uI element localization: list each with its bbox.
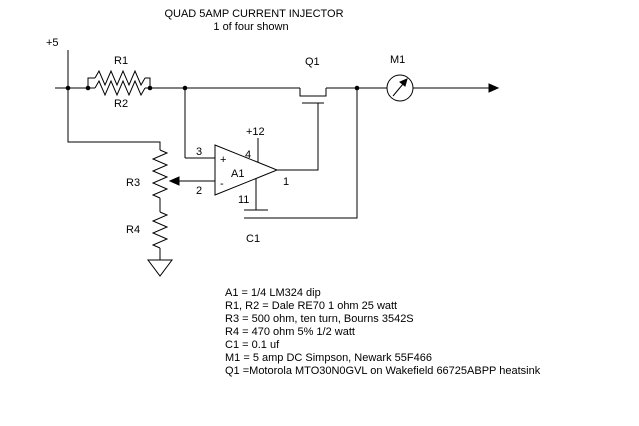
feedback-wire [268,88,358,219]
output-to-gate-wire [277,103,319,171]
a1-label: A1 [231,168,244,180]
junction-dot [147,85,153,91]
parts-list-line: C1 = 0.1 uf [225,339,280,351]
q1-label: Q1 [305,56,320,68]
opamp-inverting-minus-label: - [220,178,224,190]
schematic-title: QUAD 5AMP CURRENT INJECTOR [164,8,343,20]
pin4-label: 4 [245,149,251,161]
output-arrowhead [488,83,500,93]
r3-label: R3 [126,177,140,189]
parts-list-line: A1 = 1/4 LM324 dip [225,287,321,299]
parts-list-line: M1 = 5 amp DC Simpson, Newark 55F466 [225,352,432,364]
parts-list-line: R3 = 500 ohm, ten turn, Bourns 3542S [225,313,414,325]
r2-label: R2 [114,98,128,110]
r4-label: R4 [126,224,140,236]
r1-branch-wire-left [87,77,95,88]
supply-label: +5 [46,37,59,49]
pin11-label: 11 [238,194,249,206]
m1-needle-arrowhead [399,78,408,87]
m1-needle [392,83,404,97]
opamp-triangle-symbol [214,144,279,196]
parts-list-line: Q1 =Motorola MTO30N0GVL on Wakefield 667… [225,365,541,377]
parts-list-line: R4 = 470 ohm 5% 1/2 watt [225,326,355,338]
m1-label: M1 [390,54,405,66]
c1-label: C1 [246,233,260,245]
r1-branch-wire-right [145,77,151,88]
ground-symbol [147,259,173,277]
r2-resistor-symbol [94,79,146,97]
r3-wiper-arrow [168,176,180,186]
r4-resistor-symbol [151,211,169,249]
r3-resistor-symbol [151,149,169,199]
q1-channel-symbol [299,88,327,97]
vplus-label: +12 [246,126,265,138]
pin2-label: 2 [196,185,202,197]
wire-to-r3 [67,88,161,150]
junction-dot [85,85,91,91]
pin1-label: 1 [283,176,289,188]
r1-label: R1 [114,55,128,67]
parts-list-line: R1, R2 = Dale RE70 1 ohm 25 watt [225,300,397,312]
opamp-noninverting-plus-label: + [220,154,226,166]
schematic-subtitle: 1 of four shown [213,21,288,33]
r1-resistor-symbol [94,69,146,87]
pin3-label: 3 [196,146,202,158]
